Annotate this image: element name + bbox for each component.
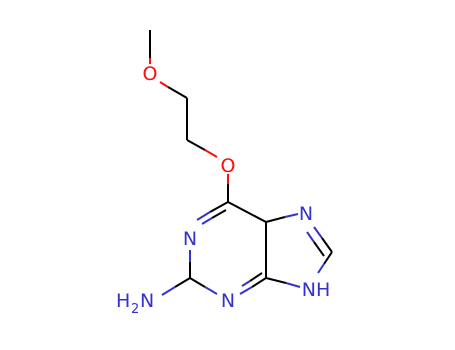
bond-c8-n9 bbox=[323, 251, 333, 265]
bond-c6-n1-inner-n bbox=[201, 217, 213, 225]
bond-c8-n9-n bbox=[317, 263, 325, 274]
amine-nitrogen: N bbox=[140, 290, 154, 312]
bond-c6-n1-outer-n bbox=[196, 211, 211, 221]
atom-oxygen-top: O bbox=[143, 63, 158, 85]
bond-n7-c8-n bbox=[313, 226, 323, 239]
atom-oxygen-bottom: O bbox=[221, 155, 236, 177]
bond-n3-c4-inner bbox=[249, 272, 263, 282]
amine-group-label: H 2 N bbox=[116, 290, 154, 317]
bond-c5-n7-n bbox=[284, 213, 299, 218]
bond-n3-c4 bbox=[251, 277, 267, 288]
bond-n3-c4-n bbox=[239, 286, 253, 295]
bond-c2-nh2 bbox=[174, 277, 191, 288]
bond-o-ch2-b bbox=[167, 86, 188, 99]
bond-n3-c4-inner-n bbox=[241, 280, 251, 287]
atom-nitrogen-ring-top: N bbox=[183, 228, 197, 250]
atom-nitrogen-imidazole: N bbox=[299, 203, 313, 225]
bond-c5-n7 bbox=[265, 216, 286, 223]
bond-ch2-o-a bbox=[186, 139, 206, 151]
bond-c5-c6 bbox=[227, 201, 267, 223]
bond-c6-n1-inner bbox=[211, 209, 227, 219]
atom-nitrogen-ring-bottom: N bbox=[221, 290, 235, 312]
bond-n7-c8 bbox=[321, 237, 333, 253]
bond-c2-n3 bbox=[189, 277, 206, 288]
bond-n9-c4-n bbox=[285, 282, 301, 288]
bond-n9-c4 bbox=[265, 277, 287, 284]
amine-hydrogen: H bbox=[116, 290, 130, 312]
amine-subscript: 2 bbox=[131, 302, 139, 317]
bond-n7-c8-inner bbox=[313, 241, 325, 257]
bond-c6-n1-outer bbox=[209, 201, 229, 213]
bond-o-ch2-a bbox=[159, 81, 169, 88]
bond-ch2-o-b bbox=[204, 149, 218, 158]
atom-nh-imidazole: NH bbox=[302, 279, 331, 301]
bond-n7-c8-inner-n bbox=[306, 231, 315, 243]
bond-c2-n3-n bbox=[204, 286, 218, 295]
bond-c2-nh2-n bbox=[161, 286, 176, 296]
